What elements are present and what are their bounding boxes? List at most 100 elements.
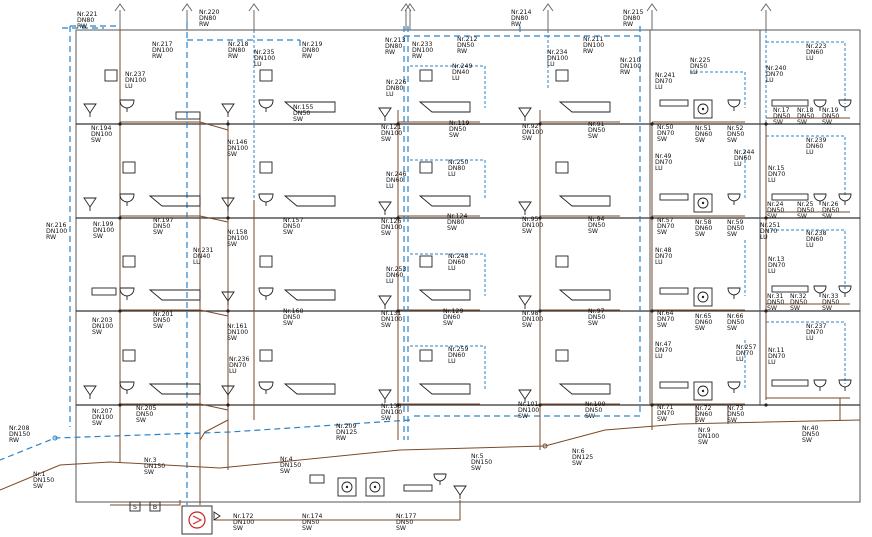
pipe-label-65-l1: Nr.65 [695,313,712,320]
pipe-label-241-l3: LU [655,84,663,91]
pipe-label-131-l1: Nr.131 [381,310,401,317]
pipe-label-251-l1: Nr.251 [760,222,780,229]
pipe-label-119-l3: SW [449,132,459,139]
pipe-label-1-l3: SW [33,483,43,490]
pipe-label-146-l1: Nr.146 [227,139,247,146]
pipe-label-249-l1: Nr.249 [452,63,472,70]
pipe-label-197-l1: Nr.197 [153,217,173,224]
pipe-label-174-l2: DN50 [302,519,319,526]
pipe-label-155-l1: Nr.155 [293,104,313,111]
pipe-label-248-l2: DN60 [448,259,465,266]
pipe-label-214-l2: DN80 [511,15,528,22]
pipe-label-205-l2: DN50 [136,411,153,418]
pipe-label-257-l1: Nr.257 [736,344,756,351]
pipe-label-100-l1: Nr.100 [585,401,605,408]
pipe-label-1-l2: DN150 [33,477,54,484]
pipe-label-13-l3: LU [768,268,776,275]
pipe-label-249-l2: DN40 [452,69,469,76]
pipe-label-172-l1: Nr.172 [233,513,253,520]
pipe-label-231-l1: Nr.231 [193,247,213,254]
pipe-label-72-l2: DN60 [695,411,712,418]
pipe-label-217-l3: RW [152,53,162,60]
pipe-label-6-l2: DN125 [572,454,593,461]
pipe-label-97-l1: Nr.97 [588,308,605,315]
pipe-label-50-l3: SW [657,136,667,143]
pipe-label-71-l1: Nr.71 [657,404,674,411]
pipe-label-208-l2: DN150 [9,431,30,438]
pipe-label-48-l1: Nr.48 [655,247,672,254]
pipe-label-91-l3: SW [588,133,598,140]
pipe-label-244-l1: Nr.244 [734,149,754,156]
pipe-label-40-l2: DN50 [802,431,819,438]
pipe-label-52-l1: Nr.52 [727,125,744,132]
pipe-label-212-l2: DN50 [457,42,474,49]
pipe-label-239-l2: DN60 [806,143,823,150]
pipe-label-207-l1: Nr.207 [92,408,112,415]
pipe-label-129-l1: Nr.129 [443,308,463,315]
pipe-label-220-l3: RW [199,21,209,28]
pipe-label-259-l1: Nr.259 [448,346,468,353]
pipe-label-203-l1: Nr.203 [92,317,112,324]
pipe-label-237-l3: LU [125,83,133,90]
pipe-label-71-l3: SW [657,416,667,423]
pipe-label-248-l1: Nr.248 [448,253,468,260]
pipe-label-213-l3: RW [385,49,395,56]
pipe-label-119-l2: DN50 [449,126,466,133]
pipe-label-233-l2: DN100 [412,47,433,54]
pipe-label-233-l3: RW [412,53,422,60]
pipe-label-210-l2: DN100 [620,63,641,70]
pipe-label-215-l2: DN80 [623,15,640,22]
pipe-label-6-l3: SW [572,460,582,467]
pipe-label-236-l2: DN70 [229,362,246,369]
pipe-label-59-l2: DN50 [727,225,744,232]
pipe-label-124-l2: DN80 [447,219,464,226]
pipe-label-47-l1: Nr.47 [655,341,672,348]
pipe-label-201-l2: DN50 [153,317,170,324]
pipe-label-241-l1: Nr.241 [655,72,675,79]
pipe-label-235-l2: DN100 [254,55,275,62]
pipe-label-246-l2: DN60 [386,177,403,184]
pipe-label-237b-l1: Nr.237 [806,323,826,330]
pipe-label-212-l3: RW [457,48,467,55]
pipe-label-51-l3: SW [695,137,705,144]
pipe-label-244-l3: LU [734,161,742,168]
pipe-label-253-l1: Nr.253 [386,266,406,273]
pipe-label-257-l3: LU [736,356,744,363]
pipe-label-94-l3: SW [588,228,598,235]
pipe-label-250-l1: Nr.250 [448,159,468,166]
pipe-label-52-l3: SW [727,137,737,144]
pipe-label-98-l3: SW [522,322,532,329]
pipe-label-161-l1: Nr.161 [227,323,247,330]
pipe-label-50-l1: Nr.50 [657,124,674,131]
pipe-label-26-l3: SW [822,213,832,220]
pipe-label-194-l1: Nr.194 [91,125,111,132]
pipe-label-238-l2: DN60 [806,236,823,243]
pipe-label-220-l2: DN80 [199,15,216,22]
pipe-label-25-l2: DN50 [797,207,814,214]
pipe-label-5-l2: DN150 [471,459,492,466]
pipe-label-236-l3: LU [229,368,237,375]
pipe-label-57-l2: DN70 [657,223,674,230]
